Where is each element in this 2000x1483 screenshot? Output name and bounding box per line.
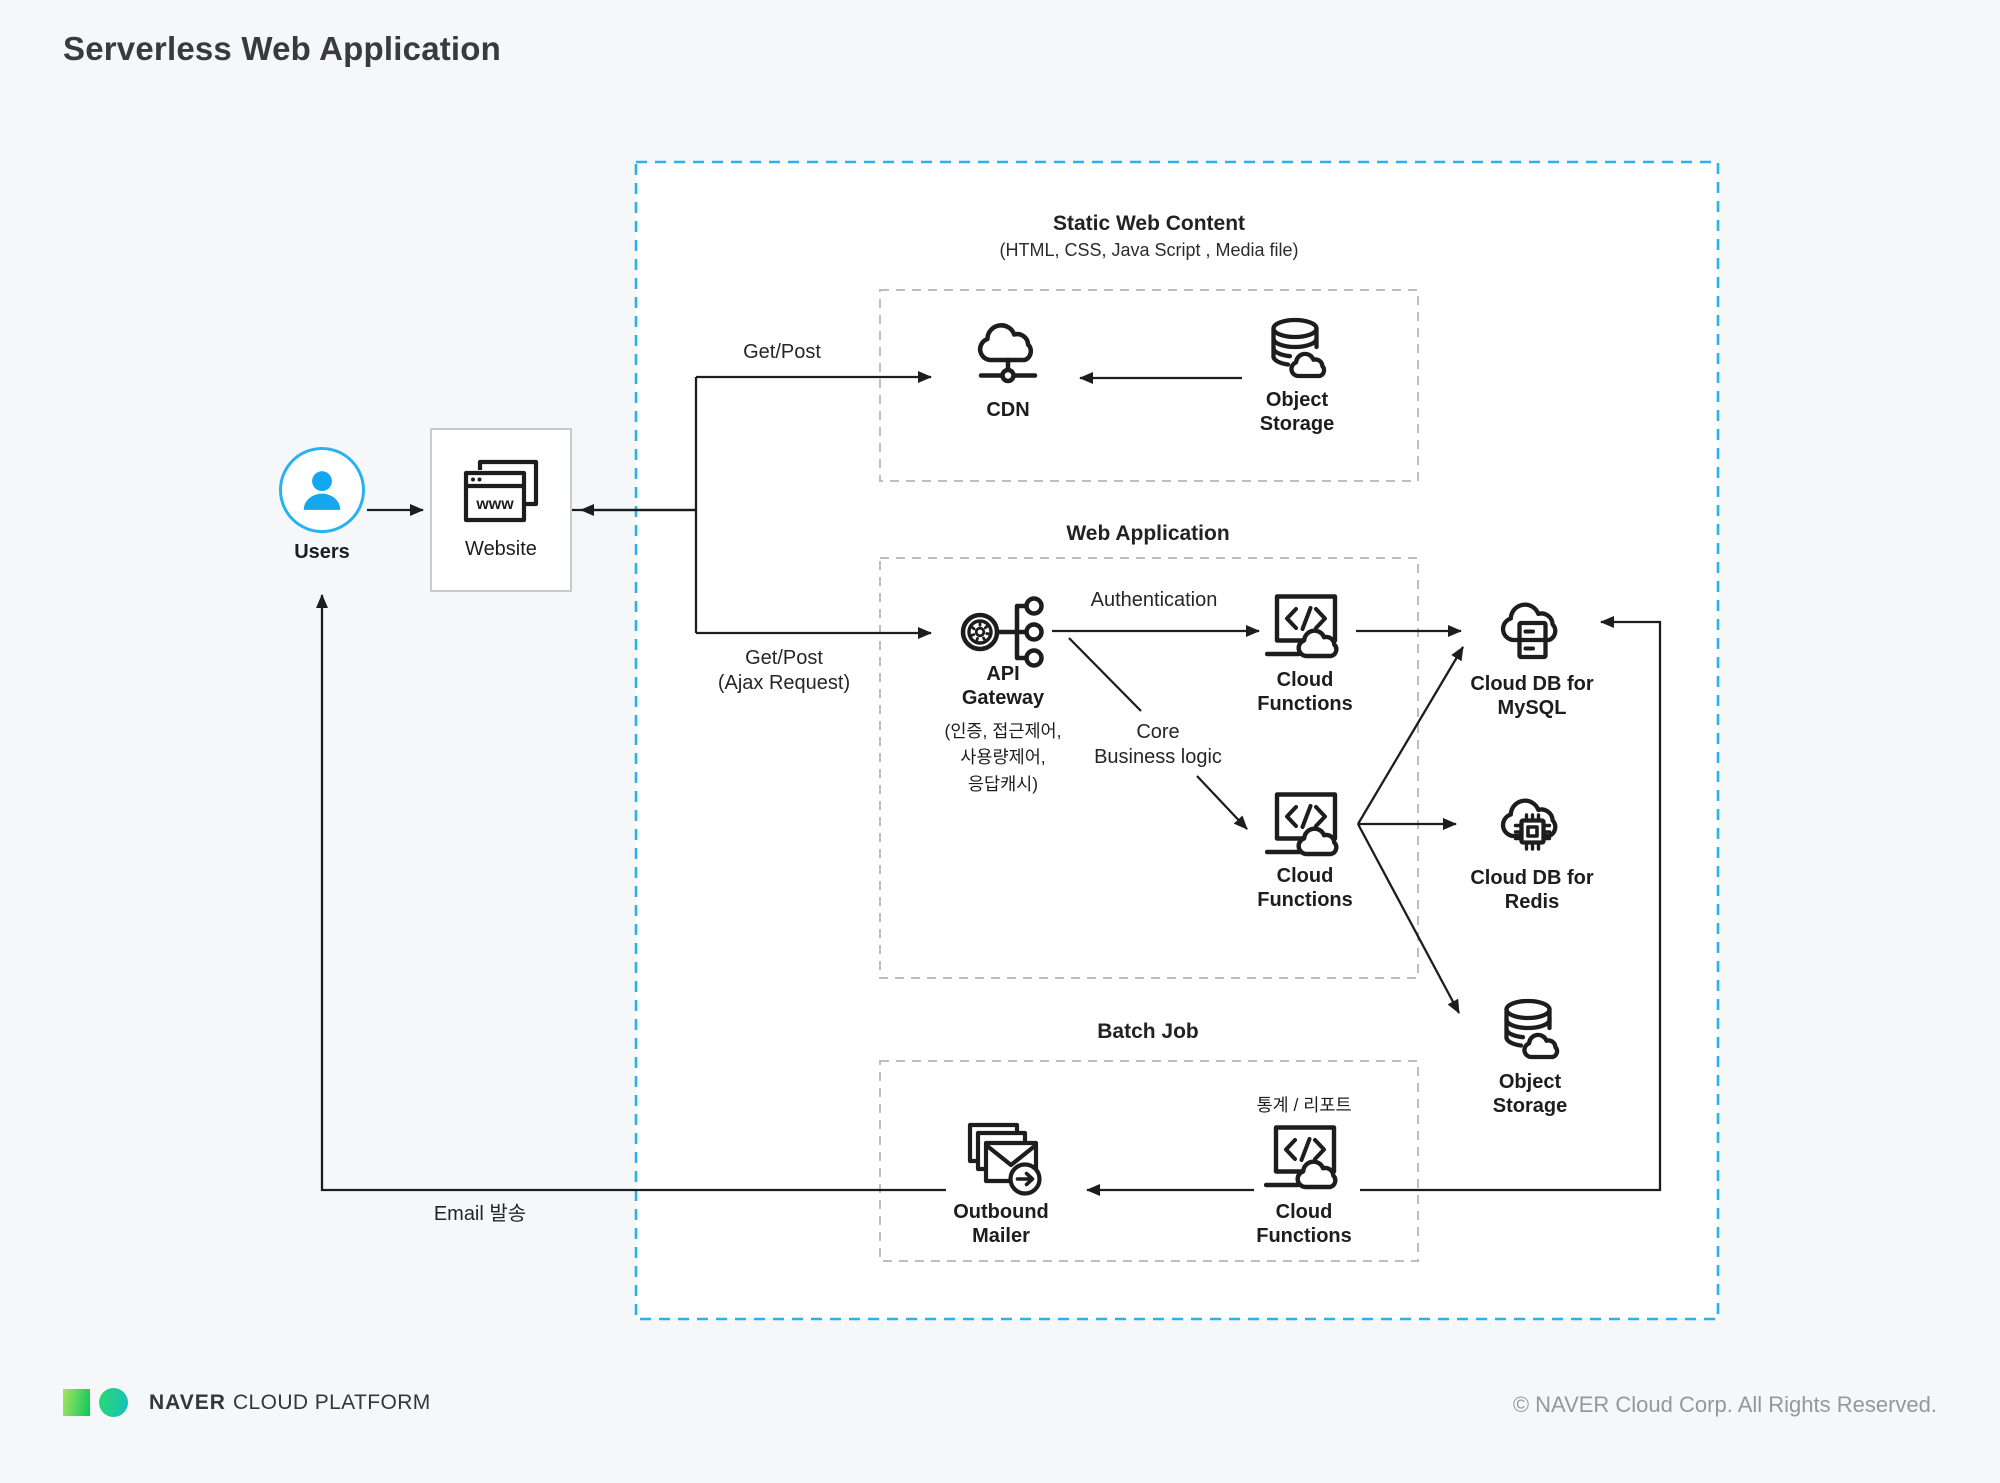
copyright-text: © NAVER Cloud Corp. All Rights Reserved. bbox=[1512, 1392, 1937, 1417]
users-label: Users bbox=[294, 541, 350, 563]
user-icon bbox=[303, 471, 341, 510]
cdn-label: CDN bbox=[986, 399, 1030, 421]
cloud-functions-core-label: Cloud Functions bbox=[1257, 865, 1353, 911]
brand-naver: NAVER bbox=[149, 1390, 226, 1414]
cloud-functions-icon bbox=[1264, 1125, 1338, 1190]
object-storage-icon bbox=[1271, 317, 1327, 379]
edge-core-diagonal-1 bbox=[1068, 637, 1142, 712]
edge-label-email: Email 발송 bbox=[433, 1203, 527, 1225]
section-title-batch-job: Batch Job bbox=[1097, 1020, 1199, 1043]
object-storage-icon bbox=[1504, 998, 1560, 1060]
edge-cf-core-objectstorage bbox=[1356, 823, 1461, 1014]
website-node: www Website bbox=[430, 428, 572, 592]
section-title-web-application: Web Application bbox=[1066, 522, 1230, 545]
api-gateway-sublabel: (인증, 접근제어, 사용량제어, 응답캐시) bbox=[944, 721, 1062, 794]
batch-job-box bbox=[879, 1060, 1419, 1262]
cloud-functions-icon bbox=[1265, 792, 1339, 857]
cdn-icon bbox=[977, 323, 1038, 384]
logo-circle-icon bbox=[99, 1388, 128, 1417]
object-storage-static-label: Object Storage bbox=[1259, 389, 1335, 435]
outbound-mailer-label: Outbound Mailer bbox=[953, 1201, 1049, 1247]
cloud-db-mysql-label: Cloud DB for MySQL bbox=[1470, 673, 1594, 719]
svg-text:www: www bbox=[475, 496, 514, 513]
section-title-static-web: Static Web Content bbox=[1052, 212, 1246, 235]
brand-cloud-platform: CLOUD PLATFORM bbox=[232, 1390, 431, 1414]
edge-batch-loop-mysql bbox=[1360, 616, 1662, 1192]
logo-square-icon bbox=[63, 1389, 90, 1416]
edge-cf-core-mysql bbox=[1357, 646, 1464, 825]
edge-label-get-post-ajax: Get/Post (Ajax Request) bbox=[717, 647, 851, 694]
section-subtitle-static-web: (HTML, CSS, Java Script , Media file) bbox=[999, 240, 1299, 260]
cloud-db-mysql-icon bbox=[1500, 602, 1558, 660]
users-node bbox=[279, 447, 365, 533]
static-web-content-box bbox=[879, 289, 1419, 482]
edge-email-users bbox=[316, 594, 946, 1192]
cloud-db-redis-icon bbox=[1500, 798, 1558, 851]
website-icon: www bbox=[463, 459, 539, 523]
website-label: Website bbox=[465, 538, 537, 560]
edge-label-get-post: Get/Post bbox=[743, 341, 821, 363]
cloud-db-redis-label: Cloud DB for Redis bbox=[1470, 867, 1594, 913]
edge-core-diagonal-2 bbox=[1196, 775, 1248, 830]
edge-branch bbox=[572, 377, 698, 633]
api-gateway-icon bbox=[960, 596, 1044, 668]
page-title: Serverless Web Application bbox=[63, 30, 502, 67]
cloud-functions-batch-label: Cloud Functions bbox=[1256, 1201, 1352, 1247]
cloud-platform-boundary bbox=[634, 160, 1720, 1321]
cloud-functions-icon bbox=[1265, 594, 1339, 659]
cloud-functions-batch-sublabel: 통계 / 리포트 bbox=[1256, 1095, 1352, 1115]
connector-lines bbox=[316, 371, 1662, 1196]
cloud-functions-auth-label: Cloud Functions bbox=[1257, 669, 1353, 715]
edge-label-authentication: Authentication bbox=[1090, 589, 1218, 611]
outbound-mailer-icon bbox=[967, 1122, 1042, 1196]
edge-label-core-business-logic: Core Business logic bbox=[1094, 721, 1222, 768]
object-storage-app-label: Object Storage bbox=[1492, 1071, 1568, 1117]
api-gateway-label: API Gateway bbox=[961, 663, 1045, 709]
